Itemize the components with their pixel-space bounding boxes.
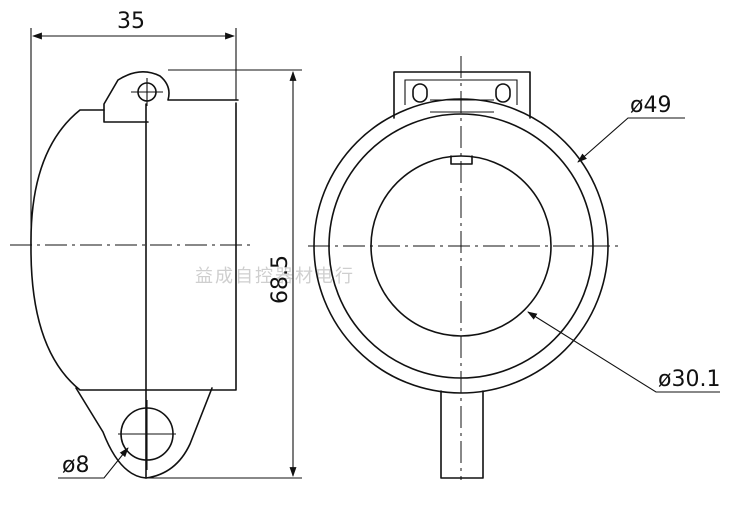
bracket-slot-left	[412, 83, 428, 103]
side-top-lug	[103, 71, 239, 123]
front-view: ø49 ø30.1	[308, 56, 720, 480]
dim-hole-leader	[58, 447, 129, 479]
front-top-bracket	[393, 71, 531, 119]
dim-hole-label: ø8	[62, 453, 89, 478]
front-bottom-bracket	[440, 390, 484, 479]
dim-outer-leader	[577, 117, 685, 163]
watermark-text: 益成自控器材电行	[195, 266, 355, 287]
side-view: 35 68.5 ø8	[10, 9, 302, 479]
side-bottom-lug	[75, 387, 213, 479]
bracket-slot-right	[495, 83, 511, 103]
side-body-outline	[30, 102, 237, 391]
dim-inner-leader	[527, 311, 720, 393]
dim-width-label: 35	[117, 9, 145, 34]
dim-outer-label: ø49	[630, 93, 671, 118]
dim-inner-label: ø30.1	[658, 367, 720, 392]
dim-height-label: 68.5	[268, 255, 293, 304]
